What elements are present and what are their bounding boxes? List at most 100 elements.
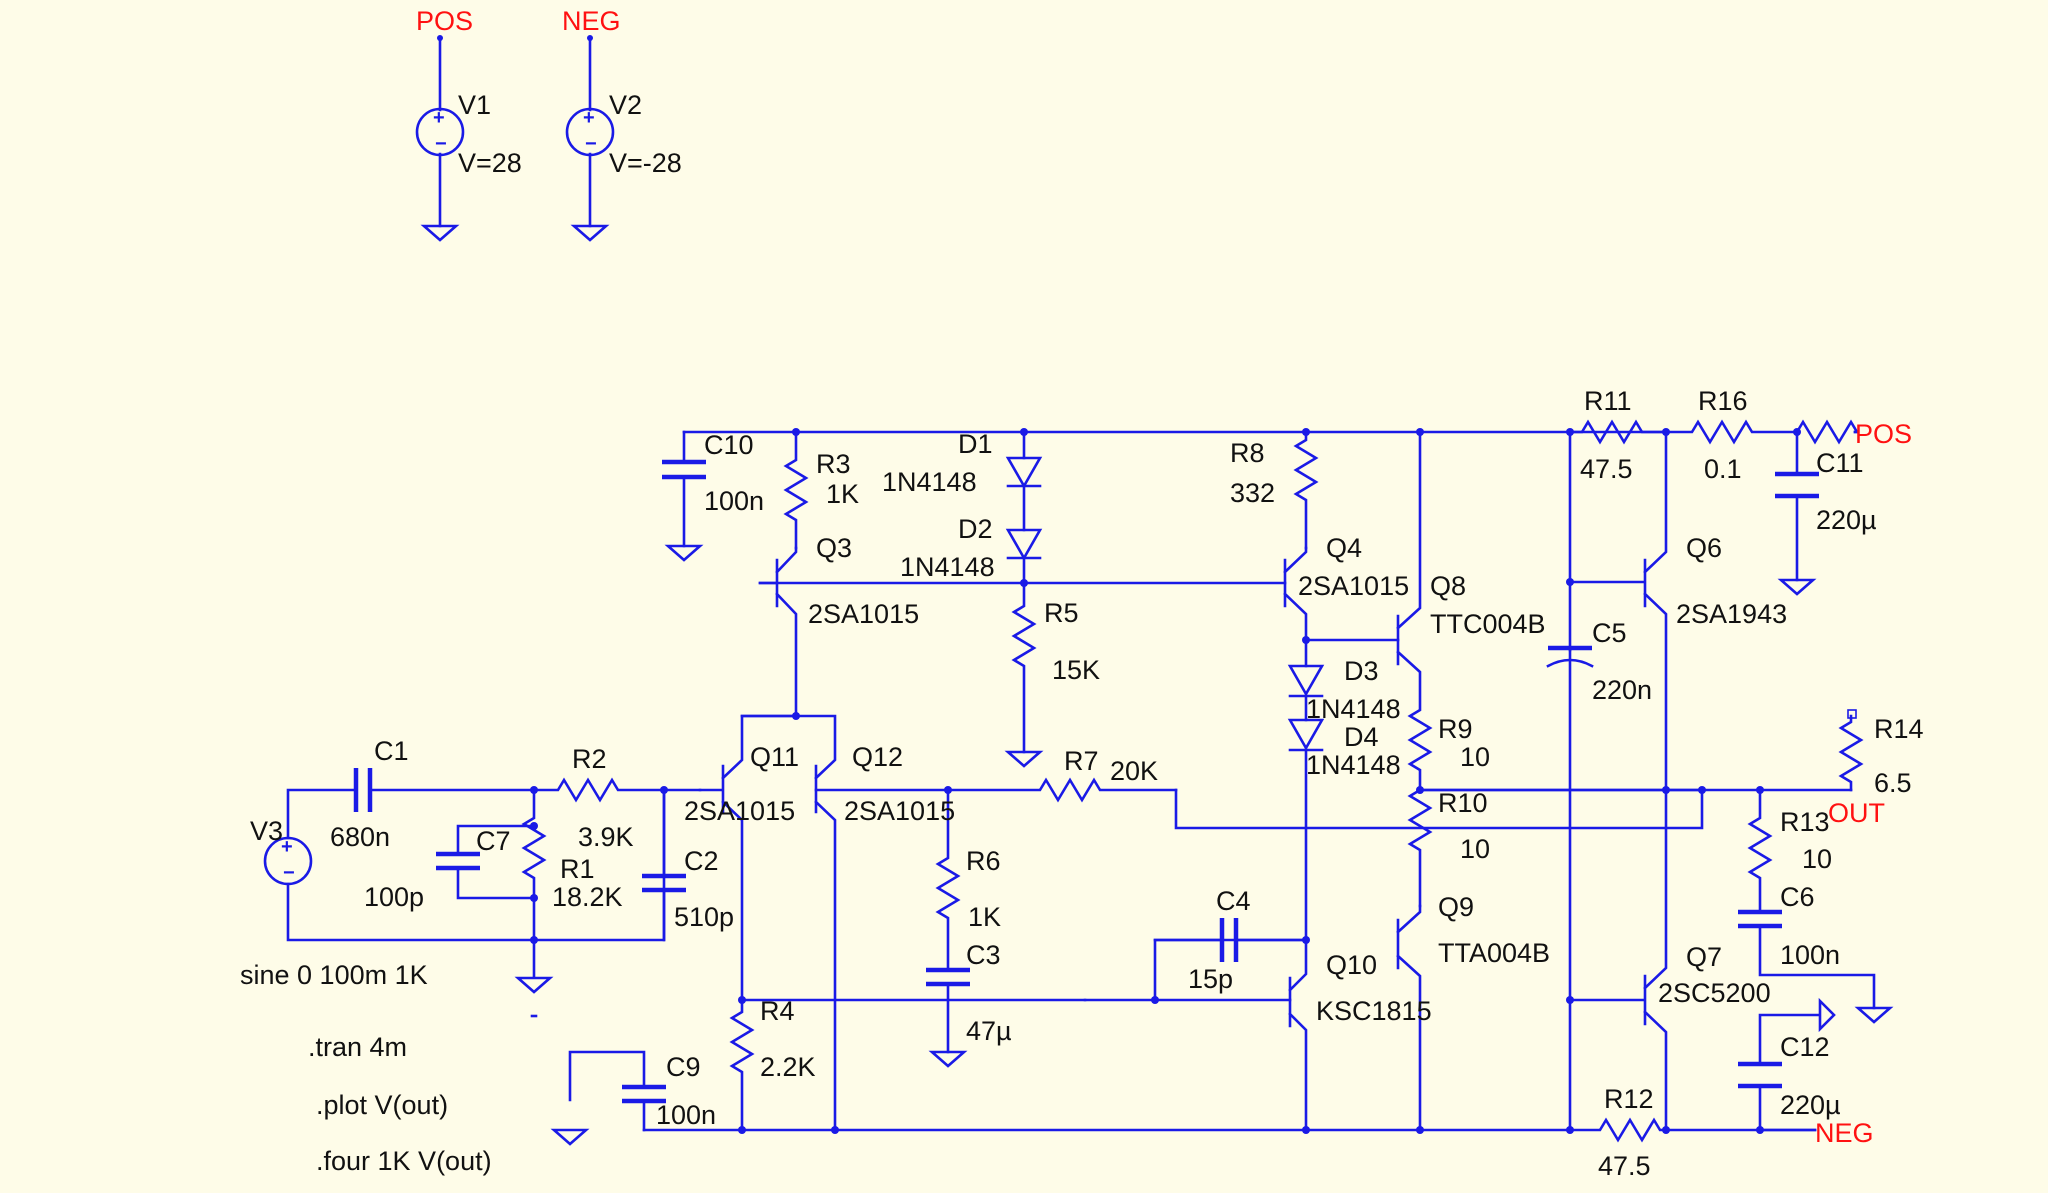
c2-ref: C2 bbox=[684, 846, 719, 876]
q12-ref: Q12 bbox=[852, 742, 903, 772]
r2-ref: R2 bbox=[572, 744, 607, 774]
r14-ref: R14 bbox=[1874, 714, 1924, 744]
v2-source[interactable]: +− bbox=[565, 107, 615, 157]
svg-text:−: − bbox=[435, 133, 447, 155]
r10-value: 10 bbox=[1460, 834, 1490, 864]
c11-ref: C11 bbox=[1816, 448, 1864, 478]
q11-value: 2SA1015 bbox=[684, 796, 795, 826]
r5-value: 15K bbox=[1052, 655, 1100, 685]
q6-ref: Q6 bbox=[1686, 533, 1722, 563]
wires: +− bbox=[263, 419, 1894, 1146]
c5-ref: C5 bbox=[1592, 618, 1627, 648]
r9-value: 10 bbox=[1460, 742, 1490, 772]
c1-ref: C1 bbox=[374, 736, 409, 766]
d2-ref: D2 bbox=[958, 514, 993, 544]
directive-plot[interactable]: .plot V(out) bbox=[316, 1090, 448, 1120]
q7-value: 2SC5200 bbox=[1658, 978, 1771, 1008]
q10-value: KSC1815 bbox=[1316, 996, 1432, 1026]
d4-ref: D4 bbox=[1344, 722, 1379, 752]
q8-value: TTC004B bbox=[1430, 609, 1546, 639]
v2-ref: V2 bbox=[609, 90, 642, 120]
c10-ref: C10 bbox=[704, 430, 754, 460]
c2-value: 510p bbox=[674, 902, 734, 932]
c3-ref: C3 bbox=[966, 940, 1001, 970]
c4-value: 15p bbox=[1188, 964, 1233, 994]
diode-symbols bbox=[1005, 456, 1325, 752]
c10-value: 100n bbox=[704, 486, 764, 516]
c11-value: 220µ bbox=[1816, 505, 1877, 535]
q3-ref: Q3 bbox=[816, 533, 852, 563]
r9-ref: R9 bbox=[1438, 714, 1473, 744]
r7-ref: R7 bbox=[1064, 746, 1099, 776]
net-label-pos-v1: POS bbox=[416, 6, 473, 36]
r2-value: 3.9K bbox=[578, 822, 634, 852]
c12-value: 220µ bbox=[1780, 1090, 1841, 1120]
r1-ref: R1 bbox=[560, 854, 595, 884]
r14-value: 6.5 bbox=[1874, 768, 1912, 798]
r3-value: 1K bbox=[826, 479, 859, 509]
junction-dots bbox=[530, 428, 1801, 1134]
r13-ref: R13 bbox=[1780, 807, 1830, 837]
v1-source[interactable]: +− bbox=[415, 107, 465, 157]
r8-value: 332 bbox=[1230, 478, 1275, 508]
v3-ref: V3 bbox=[250, 816, 283, 846]
c5-value: 220n bbox=[1592, 675, 1652, 705]
q3-value: 2SA1015 bbox=[808, 599, 919, 629]
q4-ref: Q4 bbox=[1326, 533, 1362, 563]
net-label-neg-rail: NEG bbox=[1815, 1118, 1874, 1148]
d1-ref: D1 bbox=[958, 429, 993, 459]
r11-ref: R11 bbox=[1584, 386, 1632, 416]
r4-ref: R4 bbox=[760, 996, 795, 1026]
r12-ref: R12 bbox=[1604, 1084, 1654, 1114]
r8-ref: R8 bbox=[1230, 438, 1265, 468]
q6-value: 2SA1943 bbox=[1676, 599, 1787, 629]
q10-ref: Q10 bbox=[1326, 950, 1377, 980]
r5-ref: R5 bbox=[1044, 598, 1079, 628]
c9-value: 100n bbox=[656, 1100, 716, 1130]
c9-ref: C9 bbox=[666, 1052, 701, 1082]
c7-ref: C7 bbox=[476, 826, 511, 856]
r16-ref: R16 bbox=[1698, 386, 1748, 416]
q4-value: 2SA1015 bbox=[1298, 571, 1409, 601]
d4-value: 1N4148 bbox=[1306, 750, 1401, 780]
supply-sources: POS NEG +− +− V1 V=28 V2 V=-28 bbox=[415, 6, 682, 242]
svg-text:−: − bbox=[283, 862, 295, 884]
r3-ref: R3 bbox=[816, 449, 851, 479]
q12-value: 2SA1015 bbox=[844, 796, 955, 826]
r1-value: 18.2K bbox=[552, 882, 623, 912]
q8-ref: Q8 bbox=[1430, 571, 1466, 601]
svg-text:+: + bbox=[433, 107, 445, 129]
c1-value: 680n bbox=[330, 822, 390, 852]
c6-value: 100n bbox=[1780, 940, 1840, 970]
q9-ref: Q9 bbox=[1438, 892, 1474, 922]
spice-directives: .tran 4m .plot V(out) .four 1K V(out) bbox=[308, 1032, 492, 1176]
r16-value: 0.1 bbox=[1704, 454, 1742, 484]
component-labels: C10 100n R3 1K Q3 2SA1015 D1 1N4148 D2 1… bbox=[240, 386, 1924, 1181]
net-label-neg-v2: NEG bbox=[562, 6, 621, 36]
v3-value: sine 0 100m 1K bbox=[240, 960, 428, 990]
d3-ref: D3 bbox=[1344, 656, 1379, 686]
v1-value: V=28 bbox=[458, 148, 522, 178]
c3-value: 47µ bbox=[966, 1016, 1012, 1046]
net-label-out: OUT bbox=[1828, 798, 1885, 828]
ground-icon bbox=[420, 224, 610, 242]
r6-ref: R6 bbox=[966, 846, 1001, 876]
q11-ref: Q11 bbox=[750, 742, 799, 772]
r13-value: 10 bbox=[1802, 844, 1832, 874]
r12-value: 47.5 bbox=[1598, 1151, 1651, 1181]
directive-tran[interactable]: .tran 4m bbox=[308, 1032, 407, 1062]
r11-value: 47.5 bbox=[1580, 454, 1633, 484]
v1-ref: V1 bbox=[458, 90, 491, 120]
d2-value: 1N4148 bbox=[900, 552, 995, 582]
directive-four[interactable]: .four 1K V(out) bbox=[316, 1146, 492, 1176]
svg-text:+: + bbox=[583, 107, 595, 129]
net-label-pos-rail: POS bbox=[1855, 419, 1912, 449]
c6-ref: C6 bbox=[1780, 882, 1815, 912]
svg-text:+: + bbox=[281, 836, 293, 858]
r4-value: 2.2K bbox=[760, 1052, 816, 1082]
v2-value: V=-28 bbox=[609, 148, 682, 178]
svg-text:−: − bbox=[585, 133, 597, 155]
r10-ref: R10 bbox=[1438, 788, 1488, 818]
r7-value: 20K bbox=[1110, 756, 1158, 786]
